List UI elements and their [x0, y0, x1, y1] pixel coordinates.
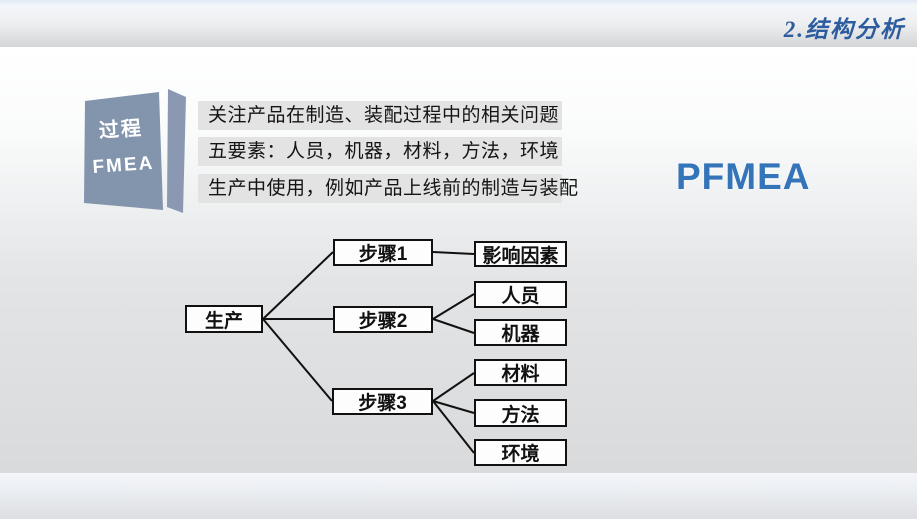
diagram-node-machine: 机器: [474, 319, 567, 346]
bullet-bar-1: 关注产品在制造、装配过程中的相关问题: [198, 101, 562, 130]
diagram-node-environment: 环境: [474, 439, 567, 466]
connector-step1-factor0: [432, 251, 475, 255]
bullet-bar-2: 五要素：人员，机器，材料，方法，环境: [198, 137, 562, 166]
section-title: 2.结构分析: [783, 17, 905, 42]
bullet-bar-3: 生产中使用，例如产品上线前的制造与装配: [198, 174, 578, 203]
headline-pfmea: PFMEA: [676, 156, 811, 197]
diagram-node-influence-factors: 影响因素: [474, 241, 567, 267]
diagram-node-step1: 步骤1: [333, 239, 433, 266]
slide-canvas: 过程 FMEA 关注产品在制造、装配过程中的相关问题 五要素：人员，机器，材料，…: [0, 47, 917, 473]
connector-step3-factor5: [432, 400, 475, 454]
connector-step2-factor1: [432, 293, 475, 320]
diagram-node-step3: 步骤3: [332, 388, 433, 415]
diagram-node-step2: 步骤2: [333, 306, 433, 333]
top-app-band: 2.结构分析: [0, 0, 917, 47]
connector-step3-factor4: [432, 400, 475, 414]
cube-side-flap: [167, 89, 186, 213]
diagram-node-method: 方法: [474, 399, 567, 427]
connector-step2-factor2: [432, 318, 475, 334]
connector-root-step1: [262, 251, 334, 320]
connector-root-step3: [262, 318, 333, 402]
cube-front-face: [84, 92, 163, 210]
cube-3d-shape: [84, 89, 186, 213]
diagram-connectors: [262, 251, 475, 454]
connector-step3-factor3: [432, 372, 475, 402]
diagram-node-personnel: 人员: [474, 281, 567, 308]
diagram-node-material: 材料: [474, 359, 567, 386]
bottom-app-band: [0, 473, 917, 519]
diagram-node-production: 生产: [185, 305, 263, 333]
